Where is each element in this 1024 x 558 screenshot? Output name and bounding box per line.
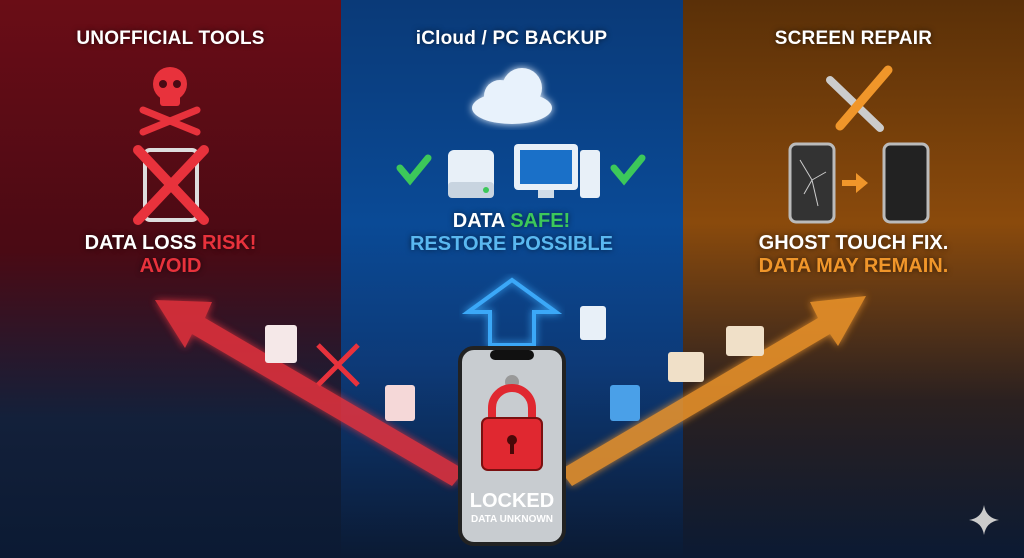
cracked-phone-icon	[788, 142, 836, 224]
locked-phone	[458, 346, 566, 546]
panel-title-screen-repair: SCREEN REPAIR	[774, 28, 933, 49]
caption-text: DATA MAY REMAIN.	[758, 255, 949, 277]
hard-drive-icon	[448, 150, 494, 198]
desktop-computer-icon	[514, 144, 600, 198]
padlock-icon	[481, 384, 543, 471]
blue-up-arrow	[461, 277, 563, 347]
cloud-icon	[472, 68, 552, 124]
panel-title-unofficial-tools: UNOFFICIAL TOOLS	[76, 28, 265, 49]
screen-repair-panel	[683, 0, 1024, 558]
crossed-file-icon	[316, 343, 360, 387]
repaired-phone-icon	[882, 142, 930, 224]
video-file-icon	[610, 385, 640, 421]
screen-repair-caption: GHOST TOUCH FIX. DATA MAY REMAIN.	[683, 232, 1024, 278]
checkmark-icon	[610, 154, 646, 186]
photo-icon	[668, 326, 764, 382]
phone-status: LOCKED	[469, 490, 555, 512]
backup-caption: DATA SAFE! RESTORE POSSIBLE	[341, 210, 682, 256]
orange-arrow	[560, 296, 866, 486]
document-icon	[265, 306, 606, 421]
sparkle-icon	[969, 505, 999, 535]
skull-crossbones-icon	[139, 67, 201, 136]
panel-title-backup: iCloud / PC BACKUP	[415, 28, 608, 49]
unofficial-tools-caption: DATA LOSS RISK! AVOID	[0, 232, 341, 278]
crossed-out-phone-icon	[133, 145, 209, 225]
wrench-screwdriver-icon	[826, 65, 893, 132]
caption-text: AVOID	[139, 255, 202, 277]
caption-text: RESTORE POSSIBLE	[409, 233, 613, 255]
caption-text: GHOST TOUCH FIX.	[758, 232, 949, 254]
red-arrow	[155, 300, 465, 486]
caption-highlight: SAFE!	[510, 210, 571, 232]
caption-text: DATA LOSS	[84, 232, 202, 254]
caption-text: DATA	[452, 210, 511, 232]
arrow-right-icon	[842, 173, 868, 193]
caption-highlight: RISK!	[201, 232, 257, 254]
phone-substatus: DATA UNKNOWN	[470, 514, 554, 525]
checkmark-icon	[396, 154, 432, 186]
